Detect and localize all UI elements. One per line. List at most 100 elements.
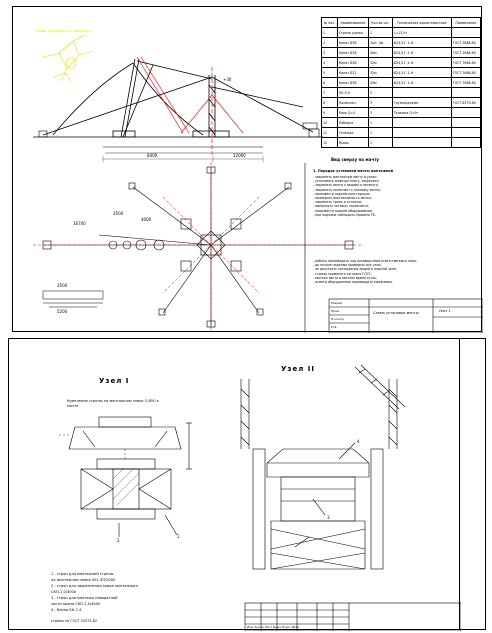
spec-cell: Ø24,5-Г-1-Н <box>391 47 452 58</box>
notes-list-2: - работы производить под руководством от… <box>313 259 417 284</box>
spec-cell: ГОСТ 7668-80 <box>450 77 482 88</box>
dim-label-1: 8400 <box>147 153 158 158</box>
stamp-title: Схема установки мачты <box>373 311 419 315</box>
note-item: - до начала подъема проверить все узлы; <box>313 263 382 268</box>
spec-cell: 20м <box>368 77 393 88</box>
dim-label-2: 12000 <box>233 153 246 158</box>
spec-cell: Ø24,5-Г-1-Н <box>391 57 452 68</box>
spec-cell: 8 <box>321 97 338 108</box>
spec-cell: 3шт, 4м <box>368 37 393 48</box>
spec-cell <box>450 107 482 118</box>
note-item: - не допускать нахождения людей в опасно… <box>313 267 397 272</box>
spec-cell: 12 <box>321 137 338 148</box>
spec-cell: Стрела ушная <box>336 27 370 38</box>
mark-2: 2 <box>117 538 120 543</box>
drawing-sheet-1: Схема установки ст. монтажа <box>12 6 483 333</box>
note-item: - закрепить полиспаст к оголовку мачты; <box>313 187 382 192</box>
legend-item: части крана СКП-2,0/4000 <box>51 602 101 606</box>
mark-1: 1 <box>177 534 180 539</box>
spec-cell: Ø24,5-Г-1-Н <box>391 37 452 48</box>
spec-cell <box>450 127 482 138</box>
spec-cell <box>450 117 482 128</box>
node-1-caption: Крепление стрелы на монтажном знаке О,85… <box>67 399 159 408</box>
spec-cell <box>450 27 482 38</box>
spec-cell: 1 <box>368 27 393 38</box>
spec-header: Кол-во шт. <box>368 17 393 28</box>
spec-cell: 6 <box>321 77 338 88</box>
spec-header: Наименование <box>336 17 370 28</box>
dim-label-5: 4000 <box>141 217 152 222</box>
spec-cell: ГОСТ 7668-80 <box>450 57 482 68</box>
stamp-label-check: Пров. <box>331 309 340 313</box>
note-item: - произвести подъём оборудования; <box>313 208 373 213</box>
spec-cell: Грузоподъемн. <box>391 97 452 108</box>
spec-cell: 3 <box>368 107 393 118</box>
spec-cell: Полиспаст <box>336 97 370 108</box>
node-2-title: Узел II <box>281 365 315 373</box>
spec-cell: Ø24,5-Г-1-Н <box>391 67 452 78</box>
spec-cell <box>391 117 452 128</box>
yellow-note: Схема установки ст. монтажа <box>35 29 91 33</box>
dim-label-3: 16700 <box>73 221 86 226</box>
spec-header: Примечание <box>450 17 482 28</box>
dim-label-4: 3500 <box>113 211 124 216</box>
spec-cell: Блок Q=4 <box>336 107 370 118</box>
spec-cell: 1 <box>368 127 393 138</box>
legend-item: 3 - строп для монтажа поворотной <box>51 596 118 600</box>
notes-list: - закрепить монтажную мачту в узлах;- ус… <box>313 175 381 217</box>
view-title: Вид сверху на мачту <box>331 157 380 162</box>
spec-header-row: № поз. Наименование Кол-во шт. Техническ… <box>321 17 482 28</box>
spec-cell: ГОСТ 2688-80 <box>450 37 482 48</box>
spec-cell: 4 <box>321 57 338 68</box>
node-details-drawing <box>59 364 461 631</box>
spec-cell: 32м <box>368 57 393 68</box>
spec-cell <box>391 127 452 138</box>
spec-cell: 3 <box>368 97 393 108</box>
drawing-sheet-2: Узел I Узел II Крепление стрелы на монта… <box>8 338 461 631</box>
legend-item: на монтажном знаке 001-ЗП/2000 <box>51 578 116 582</box>
note-item: - закрепить тросы и оттяжки; <box>313 200 362 205</box>
spec-cell: Канат Ø12 <box>336 67 370 78</box>
spec-header: № поз. <box>321 17 338 28</box>
elevation-mark: +30 <box>223 77 232 82</box>
spec-cell: 1 <box>368 137 393 148</box>
stamp-sheet: Лист 1 <box>439 309 451 313</box>
spec-cell: Канат Ø28 <box>336 37 370 48</box>
note-item: - при подъеме соблюдать правила ТБ. <box>313 212 376 217</box>
sheet-2-margin <box>460 338 486 630</box>
spec-cell: 40м <box>368 47 393 58</box>
spec-cell: 1 <box>321 27 338 38</box>
spec-cell: 2 <box>321 37 338 48</box>
spec-cell: Якорь <box>336 137 370 148</box>
spec-cell: 11 <box>321 127 338 138</box>
spec-cell: Тележка Q=9т <box>391 107 452 118</box>
note-item: - монтаж вести в светлое время суток; <box>313 275 377 280</box>
legend-item: 4 - блоки БК-7-4 <box>51 608 82 612</box>
legend-item: СКП-1,0/3000 <box>51 590 77 594</box>
stamp-label-dev: Разраб. <box>331 301 343 305</box>
note-item: - проверить вертикальность мачты; <box>313 196 372 201</box>
spec-table: № поз. Наименование Кол-во шт. Техническ… <box>321 17 482 148</box>
spec-cell <box>450 87 482 98</box>
note-item: - выполнить натяжку полиспаста; <box>313 204 369 209</box>
notes-title: 1. Порядок установки мачты монтажной <box>313 169 394 173</box>
spec-cell: Канат Ø28 <box>336 47 370 58</box>
standard-note: стропы по ГОСТ 25573-82 <box>51 619 97 623</box>
spec-cell: 7 <box>321 87 338 98</box>
note-item: - закрепить ванты к якорям и натянуть; <box>313 183 379 188</box>
spec-cell: 1 <box>368 117 393 128</box>
node-1-title: Узел I <box>99 377 130 385</box>
note-item: - работы производить под руководством от… <box>313 259 417 263</box>
spec-cell <box>391 87 452 98</box>
spec-header: Техническая характеристика <box>391 17 452 28</box>
spec-cell: L=13,5т <box>391 27 452 38</box>
